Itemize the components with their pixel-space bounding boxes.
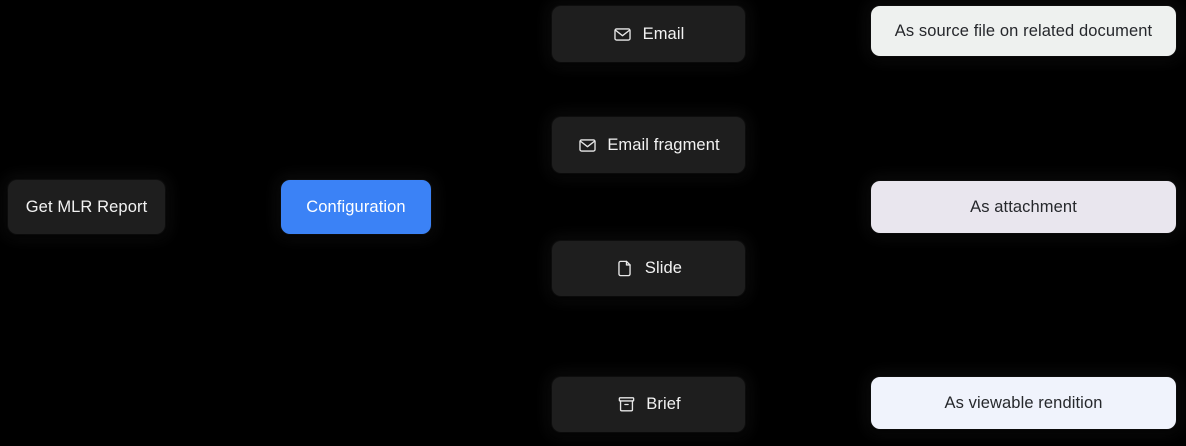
node-email[interactable]: Email (552, 6, 745, 62)
node-label: Configuration (306, 197, 406, 216)
node-as-source-file-on-related-document[interactable]: As source file on related document (871, 6, 1176, 56)
node-as-attachment[interactable]: As attachment (871, 181, 1176, 233)
node-slide[interactable]: Slide (552, 241, 745, 296)
node-label: Brief (646, 395, 681, 414)
node-email-fragment[interactable]: Email fragment (552, 117, 745, 173)
node-label: Email fragment (607, 135, 720, 154)
node-label: As viewable rendition (944, 393, 1103, 412)
node-configuration[interactable]: Configuration (281, 180, 431, 234)
archive-box-icon (616, 395, 636, 415)
envelope-icon (577, 135, 597, 155)
node-label: As source file on related document (894, 21, 1153, 40)
file-icon (615, 259, 635, 279)
node-as-viewable-rendition[interactable]: As viewable rendition (871, 377, 1176, 429)
node-brief[interactable]: Brief (552, 377, 745, 432)
envelope-icon (613, 24, 633, 44)
node-label: Email (642, 24, 685, 43)
node-label: Get MLR Report (25, 197, 148, 216)
node-label: As attachment (970, 197, 1077, 216)
node-get-mlr-report[interactable]: Get MLR Report (8, 180, 165, 234)
node-label: Slide (644, 259, 683, 278)
